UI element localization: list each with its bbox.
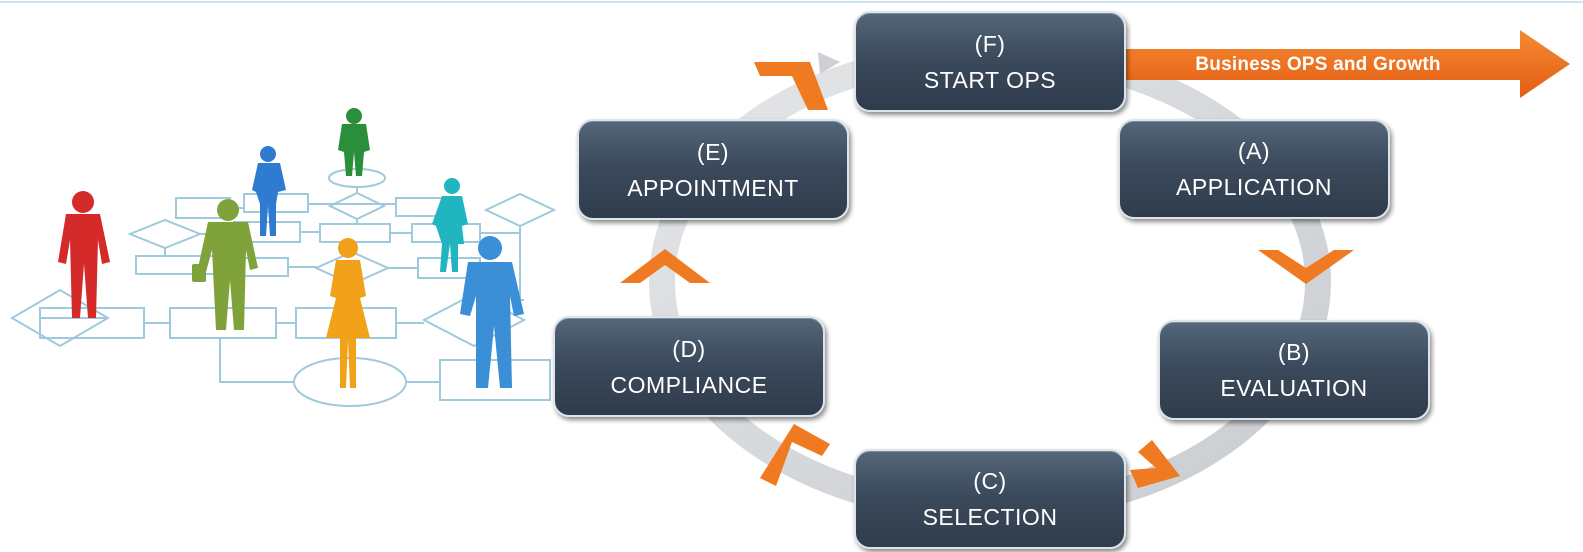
cycle-chevrons [620,62,1354,488]
step-compliance: (D) COMPLIANCE [553,316,825,417]
chevron-d-to-e [620,249,710,283]
step-application: (A) APPLICATION [1118,119,1390,219]
step-letter: (F) [974,30,1006,57]
chevron-a-to-b [1258,250,1354,284]
step-letter: (E) [696,138,730,165]
growth-arrow [1118,30,1570,98]
step-letter: (A) [1237,138,1271,164]
flow-box [319,223,391,243]
flow-box [439,359,551,401]
flow-decision [483,192,557,228]
person-red [58,191,110,318]
ring-arrowhead [818,52,840,74]
step-appointment: (E) APPOINTMENT [577,119,849,220]
step-evaluation: (B) EVALUATION [1158,320,1430,420]
chevron-b-to-c [1130,440,1180,488]
step-letter: (B) [1277,339,1311,365]
business-people-figures [58,108,524,388]
person-green [338,108,370,176]
step-label: START OPS [923,66,1057,93]
step-letter: (D) [672,335,706,362]
flow-decision [127,218,203,250]
person-orange [326,238,370,388]
step-letter: (C) [973,468,1007,494]
step-label: SELECTION [922,504,1058,530]
person-teal [432,178,468,272]
step-label: COMPLIANCE [610,371,768,398]
step-start-ops: (F) START OPS [854,11,1126,112]
person-blue-man [460,236,524,388]
chevron-c-to-d [760,424,830,486]
growth-arrow-label: Business OPS and Growth [1195,54,1441,75]
step-label: APPOINTMENT [627,174,799,201]
person-blue-woman [252,146,286,236]
person-olive [192,199,258,330]
chevron-e-to-f [754,62,828,110]
step-label: EVALUATION [1220,375,1368,401]
step-label: APPLICATION [1176,174,1332,200]
step-selection: (C) SELECTION [854,449,1126,549]
flow-decision-right [421,292,527,348]
flow-decision-top [327,191,387,221]
